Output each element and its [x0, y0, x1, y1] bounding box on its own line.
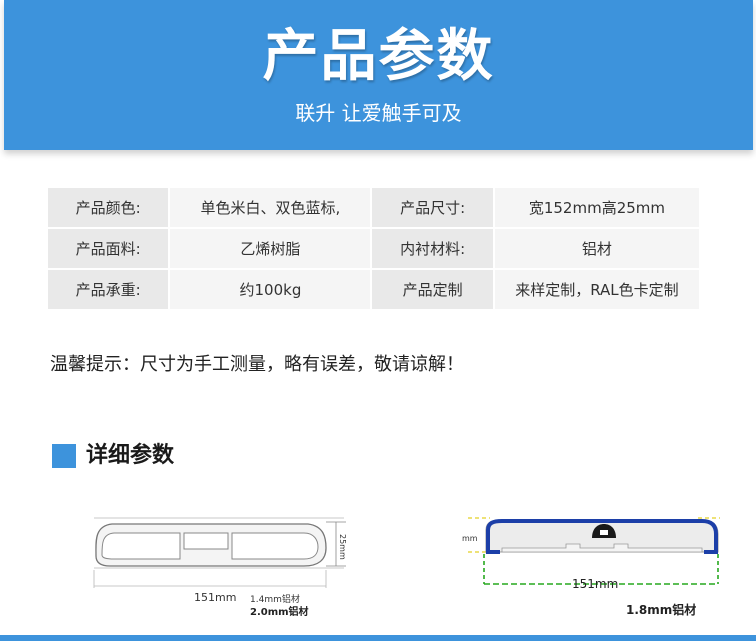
param-label: 产品尺寸: [372, 188, 493, 227]
parameters-table: 产品颜色: 单色米白、双色蓝标, 产品尺寸: 宽152mm高25mm 产品面料:… [46, 186, 701, 311]
section-title: 详细参数 [86, 443, 175, 468]
param-label: 产品定制 [372, 270, 493, 309]
material-note-2: 2.0mm铝材 [250, 605, 309, 618]
profile-drawing-left: 25mm 151mm 1.4mm铝材 2.0mm铝材 [93, 517, 347, 618]
table-row: 产品颜色: 单色米白、双色蓝标, 产品尺寸: 宽152mm高25mm [48, 188, 699, 227]
param-value: 单色米白、双色蓝标, [170, 188, 371, 227]
table-row: 产品承重: 约100kg 产品定制 来样定制，RAL色卡定制 [48, 270, 699, 309]
profile-drawing-right: mm 151mm 1.8mm铝材 [462, 517, 720, 617]
width-dimension-label: 151mm [194, 591, 236, 604]
side-dimension-label: mm [462, 534, 478, 543]
measurement-tip: 温馨提示：尺寸为手工测量，略有误差，敬请谅解！ [50, 354, 464, 375]
page-title: 产品参数 [262, 24, 495, 89]
param-value: 来样定制，RAL色卡定制 [494, 270, 699, 309]
height-dimension-label: 25mm [338, 534, 347, 560]
material-note: 1.8mm铝材 [626, 602, 696, 617]
material-note-1: 1.4mm铝材 [250, 593, 300, 605]
param-label: 内衬材料: [372, 229, 493, 268]
header-banner: 产品参数 联升 让爱触手可及 [4, 0, 753, 150]
param-value: 乙烯树脂 [170, 229, 371, 268]
width-dimension-label: 151mm [572, 577, 618, 591]
banner-subtitle: 联升 让爱触手可及 [295, 101, 462, 125]
param-value: 宽152mm高25mm [494, 188, 699, 227]
bottom-divider [0, 635, 756, 641]
param-value: 约100kg [170, 270, 371, 309]
param-label: 产品承重: [48, 270, 169, 309]
param-value: 铝材 [494, 229, 699, 268]
square-icon [52, 444, 76, 468]
param-label: 产品颜色: [48, 188, 169, 227]
param-label: 产品面料: [48, 229, 169, 268]
table-row: 产品面料: 乙烯树脂 内衬材料: 铝材 [48, 229, 699, 268]
